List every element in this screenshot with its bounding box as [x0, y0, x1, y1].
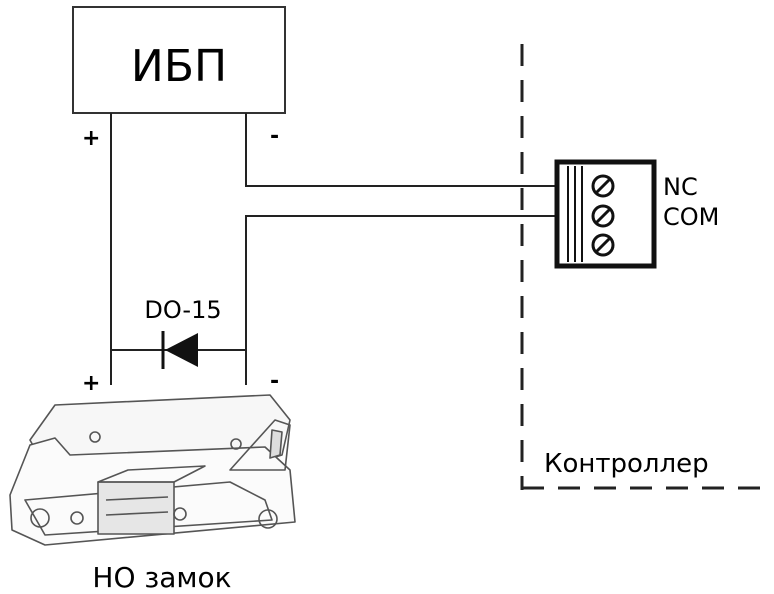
terminal-block	[554, 159, 657, 269]
wire-com-to-lock	[245, 215, 557, 385]
terminal-com-label: COM	[663, 203, 719, 231]
controller-label: Контроллер	[544, 449, 709, 479]
diode-label: DO-15	[144, 296, 221, 324]
lock-plus-label: +	[82, 371, 100, 396]
wire-minus-to-nc	[245, 113, 557, 187]
terminal-nc-label: NC	[663, 173, 698, 201]
ups-label: ИБП	[131, 41, 227, 92]
electric-strike-lock-icon	[9, 394, 296, 546]
ups-box	[72, 6, 286, 114]
lock-minus-label: -	[270, 369, 279, 394]
lock-label: НО замок	[92, 561, 231, 594]
ups-minus-label: -	[270, 124, 279, 149]
terminal-screw-com-icon	[591, 204, 615, 228]
terminal-screw-nc-icon	[591, 174, 615, 198]
diode-symbol-icon	[165, 333, 198, 367]
terminal-screw-spare-icon	[591, 233, 615, 257]
ups-plus-label: +	[82, 126, 100, 151]
